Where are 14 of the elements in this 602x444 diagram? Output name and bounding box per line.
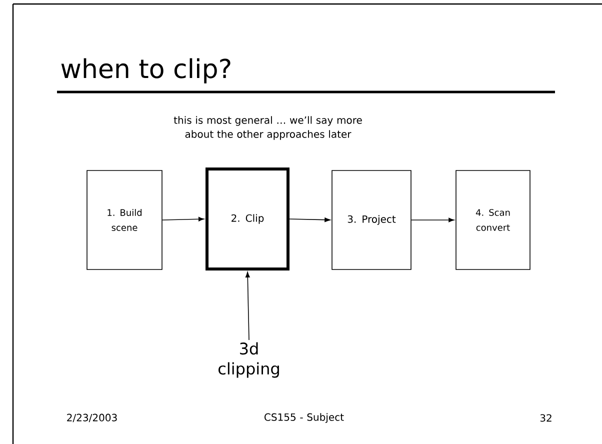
annotation-text: 3d clipping — [218, 342, 279, 378]
arrow — [245, 272, 250, 340]
footer-text: CS155 - Subject — [264, 413, 344, 423]
process-box: 1. Build scene — [86, 170, 162, 270]
arrow — [289, 218, 330, 222]
process-box: 2. Clip — [206, 168, 290, 270]
note-text: this is most general … we’ll say more about the other approaches later — [174, 116, 362, 140]
process-box: 4. Scan convert — [456, 170, 530, 270]
arrow — [411, 218, 454, 222]
slide-title: when to clip? — [61, 58, 230, 84]
process-box: 3. Project — [332, 170, 412, 270]
arrow — [162, 216, 204, 222]
page-number: 32 — [540, 414, 552, 422]
footer-date: 2/23/2003 — [67, 414, 117, 422]
